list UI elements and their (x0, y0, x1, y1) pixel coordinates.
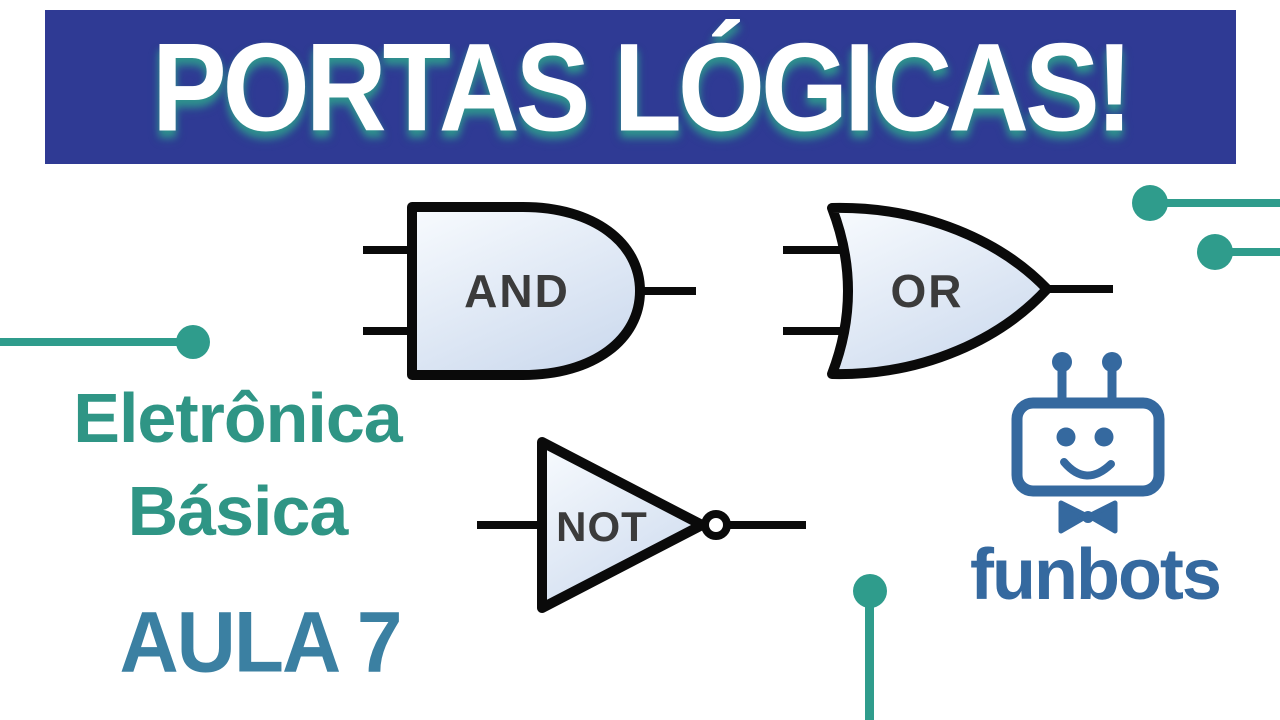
robot-mouth (1060, 458, 1115, 480)
or-gate-body (827, 202, 1052, 380)
brand-name: funbots (970, 535, 1222, 615)
lesson-number: AULA 7 (119, 594, 402, 691)
page-title: PORTAS LÓGICAS! (151, 17, 1133, 158)
robot-bowtie-knot (1082, 511, 1094, 523)
circuit-dot (853, 574, 887, 608)
robot-bowtie-left (1058, 500, 1090, 534)
or-gate-label: OR (891, 265, 964, 317)
robot-eye-right (1094, 427, 1114, 447)
and-gate-body (407, 202, 645, 380)
robot-head (1011, 397, 1165, 497)
course-subtitle-line2: Básica (127, 472, 349, 550)
not-gate-label: NOT (556, 503, 648, 550)
circuit-line (1215, 248, 1280, 256)
not-gate-body (537, 437, 707, 613)
circuit-node-top-right-upper (1132, 185, 1280, 221)
circuit-line (865, 591, 874, 720)
circuit-line (0, 338, 193, 346)
title-banner: PORTAS LÓGICAS! (45, 10, 1236, 164)
robot-eye-left (1056, 427, 1076, 447)
robot-bowtie-right (1086, 500, 1118, 534)
robot-antenna-tip-left (1052, 352, 1072, 372)
circuit-dot (176, 325, 210, 359)
and-gate-label: AND (464, 265, 570, 317)
robot-icon (1011, 352, 1165, 534)
course-subtitle-line1: Eletrônica (73, 379, 402, 457)
robot-antenna-tip-right (1102, 352, 1122, 372)
circuit-node-left-middle (0, 325, 210, 359)
circuit-line (1150, 199, 1280, 207)
not-gate-icon: NOT (477, 437, 806, 613)
course-subtitle: Eletrônica Básica (10, 372, 465, 558)
and-gate-icon: AND (363, 202, 696, 380)
or-gate-icon: OR (783, 202, 1113, 380)
circuit-node-bottom-middle (853, 574, 887, 720)
circuit-dot (1197, 234, 1233, 270)
circuit-node-top-right-lower (1197, 234, 1280, 270)
circuit-dot (1132, 185, 1168, 221)
not-gate-bubble (701, 510, 731, 540)
